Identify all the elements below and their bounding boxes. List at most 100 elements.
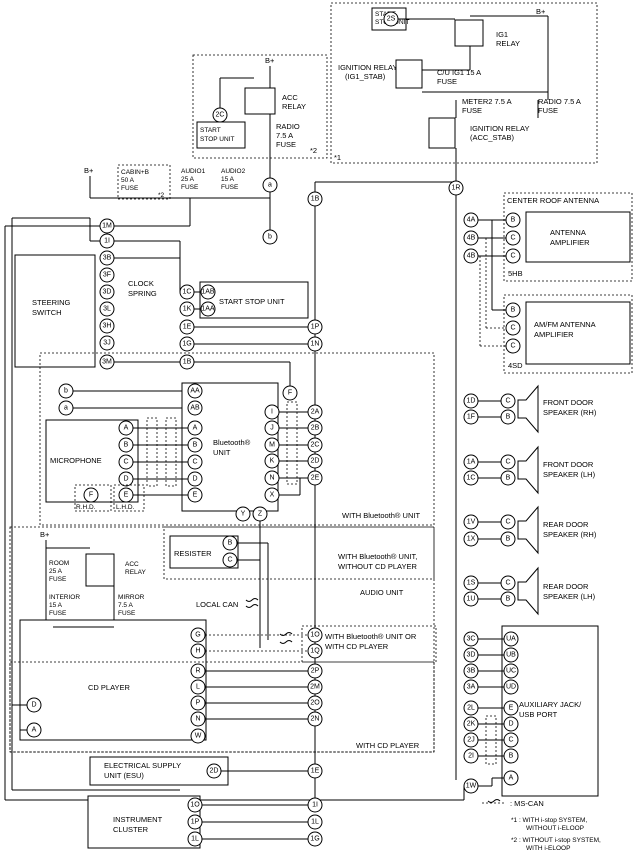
terminal-mic-B: B	[124, 442, 129, 449]
terminal-mic-C: C	[123, 459, 128, 466]
terminal-R: R	[195, 668, 200, 675]
terminal-bt-Z: Z	[258, 511, 263, 518]
speaker3-C: C	[505, 519, 510, 526]
terminal-bt-Y: Y	[241, 511, 246, 518]
terminal-2I: 2I	[468, 753, 474, 760]
terminal-3L: 3L	[103, 306, 111, 313]
svg-text:2C: 2C	[216, 112, 225, 119]
terminal-bt-N: N	[269, 475, 274, 482]
terminal-A: A	[32, 727, 37, 734]
bplus-acc: B+	[265, 56, 275, 65]
instrument-cluster-box	[87, 795, 201, 849]
terminal-1I: 1I	[104, 238, 110, 245]
acc-relay-low-box	[85, 553, 115, 587]
mirror-fuse-label: MIRROR	[118, 594, 145, 601]
svg-text:b: b	[268, 234, 272, 241]
speaker1-C: C	[505, 398, 510, 405]
aux-jack-label: AUXILIARY JACK/	[519, 700, 582, 709]
svg-text:(ACC_STAB): (ACC_STAB)	[470, 133, 515, 142]
front-door-lh-label: FRONT DOOR	[543, 460, 594, 469]
svg-text:FUSE: FUSE	[276, 140, 296, 149]
svg-text:7.5 A: 7.5 A	[276, 131, 293, 140]
terminal-aux-D: D	[508, 721, 513, 728]
ignition-relay-group	[330, 2, 598, 164]
terminal-bt-D: D	[192, 476, 197, 483]
svg-text:AMPLIFIER: AMPLIFIER	[550, 238, 590, 247]
terminal-ant-C1: C	[510, 235, 515, 242]
terminal-1AB: 1AB	[201, 289, 215, 296]
speaker2-C: C	[505, 459, 510, 466]
bplus-left: B+	[84, 166, 94, 175]
terminal-3D: 3D	[103, 289, 112, 296]
note2-text: *2 : WITHOUT i-stop SYSTEM,	[511, 837, 601, 844]
terminal-bt-X: X	[270, 492, 275, 499]
terminal-3H: 3H	[103, 323, 112, 330]
terminal-UB: UB	[506, 652, 516, 659]
terminal-bt-M: M	[269, 442, 275, 449]
terminal-3C: 3C	[467, 636, 476, 643]
terminal-UA: UA	[506, 636, 516, 643]
terminal-b-2: b	[64, 388, 68, 395]
terminal-2D: 2D	[311, 458, 320, 465]
terminal-UD: UD	[506, 684, 516, 691]
terminal-2P: 2P	[311, 668, 320, 675]
svg-text:a: a	[268, 182, 272, 189]
front-door-speaker-rh-icon	[517, 384, 539, 434]
amfm-amplifier-label: AM/FM ANTENNA	[534, 320, 596, 329]
svg-text:WITHOUT i-ELOOP: WITHOUT i-ELOOP	[526, 825, 584, 832]
acc-relay-box	[244, 87, 276, 115]
terminal-aux-A: A	[509, 775, 514, 782]
terminal-aux-E: E	[509, 705, 514, 712]
terminal-mic-E: E	[124, 492, 129, 499]
antenna-amplifier-box	[525, 211, 631, 263]
svg-text:UNIT (ESU): UNIT (ESU)	[104, 771, 144, 780]
acc-stab-relay-box	[428, 117, 456, 149]
terminal-2L: 2L	[467, 705, 475, 712]
svg-text:FUSE: FUSE	[437, 77, 457, 86]
terminal-1C-2: 1C	[467, 475, 476, 482]
terminal-W: W	[195, 733, 202, 740]
terminal-2N: 2N	[311, 716, 320, 723]
svg-text:USB PORT: USB PORT	[519, 710, 558, 719]
with-bluetooth-group	[39, 352, 435, 526]
svg-text:UNIT: UNIT	[213, 448, 231, 457]
svg-text:FUSE: FUSE	[462, 106, 482, 115]
terminal-N: N	[195, 716, 200, 723]
antenna-amplifier-label: ANTENNA	[550, 228, 586, 237]
terminal-G: G	[195, 632, 200, 639]
front-door-speaker-lh-icon	[517, 445, 539, 495]
center-roof-antenna-group	[503, 192, 633, 282]
svg-text:FUSE: FUSE	[181, 184, 199, 191]
rear-door-speaker-lh-icon	[517, 566, 539, 616]
svg-text:15 A: 15 A	[49, 602, 63, 609]
terminal-4A: 4A	[467, 217, 476, 224]
terminal-UC: UC	[506, 668, 516, 675]
terminal-2A: 2A	[311, 409, 320, 416]
cd-player-label: CD PLAYER	[88, 683, 131, 692]
ig1-relay-box	[454, 19, 484, 47]
terminal-am-B: B	[511, 307, 516, 314]
cd-player-box	[19, 619, 207, 741]
terminal-bt-E: E	[193, 492, 198, 499]
with-cd-player-label: WITH CD PLAYER	[356, 741, 420, 750]
terminal-1E-2: 1E	[311, 768, 320, 775]
terminal-mic-A: A	[124, 425, 129, 432]
terminal-3F: 3F	[103, 272, 111, 279]
svg-text:SPEAKER (RH): SPEAKER (RH)	[543, 408, 597, 417]
terminal-3D-2: 3D	[467, 652, 476, 659]
svg-text:FUSE: FUSE	[49, 610, 67, 617]
with-cd-group	[9, 661, 435, 753]
radio-fuse-label: RADIO	[276, 122, 300, 131]
terminal-ant-B: B	[511, 217, 516, 224]
terminal-1O: 1O	[310, 632, 320, 639]
terminal-1P: 1P	[311, 324, 320, 331]
svg-text:7.5 A: 7.5 A	[118, 602, 133, 609]
terminal-bt-B: B	[193, 442, 198, 449]
terminal-2O: 2O	[310, 700, 320, 707]
start-stop-unit-label: START STOP UNIT	[219, 297, 285, 306]
resister-label: RESISTER	[174, 549, 212, 558]
room-fuse-label: ROOM	[49, 560, 69, 567]
acc-relay-low-label: ACC	[125, 561, 139, 568]
terminal-3M: 3M	[102, 359, 112, 366]
speaker4-B: B	[506, 596, 511, 603]
